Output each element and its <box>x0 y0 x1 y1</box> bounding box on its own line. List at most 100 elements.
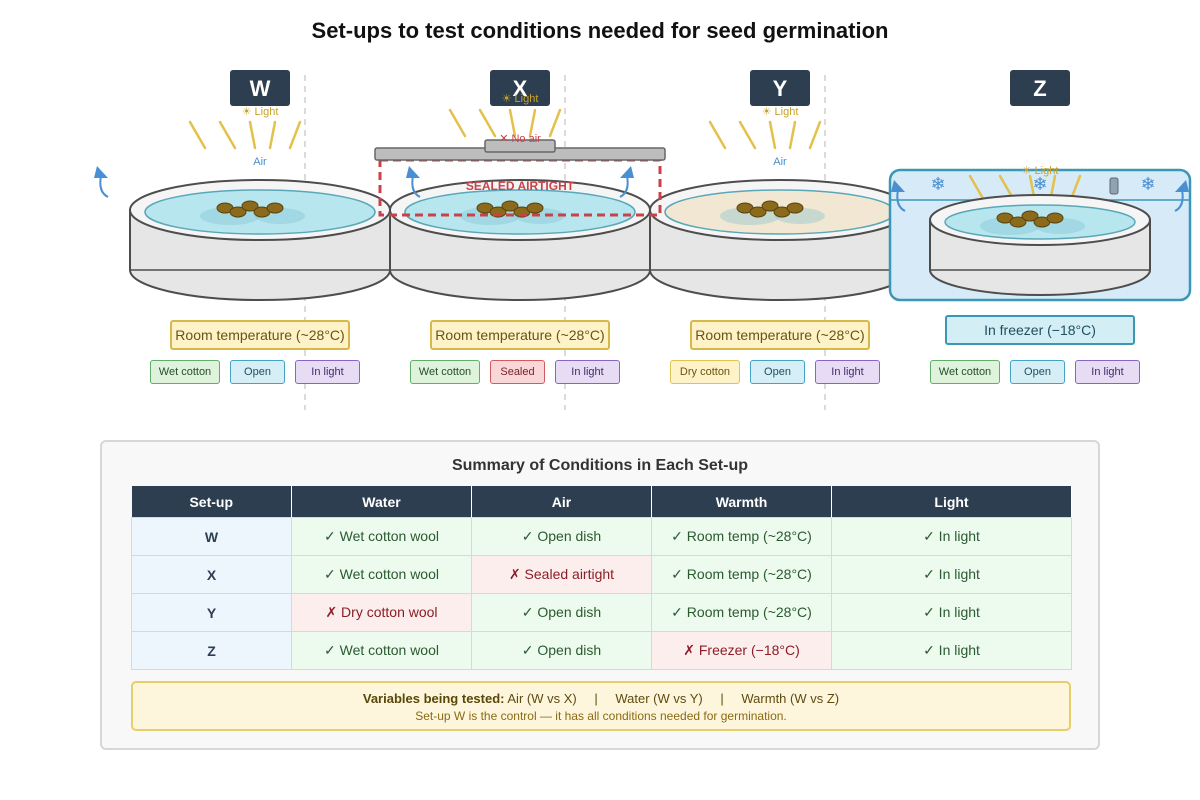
tag-open-y: Open <box>750 360 805 384</box>
table-cell-warmth: ✓ Room temp (~28°C) <box>651 593 832 632</box>
page-title: Set-ups to test conditions needed for se… <box>311 18 889 43</box>
light-ray <box>448 108 467 138</box>
table-cell-water: ✓ Wet cotton wool <box>291 555 472 594</box>
summary-table: Set-up Water Air Warmth Light W✓ Wet cot… <box>131 486 1072 670</box>
table-cell-light: ✓ In light <box>831 517 1072 556</box>
note-item-air: Air (W vs X) <box>507 691 577 706</box>
note-separator: | <box>594 691 598 706</box>
column-header-water: Water <box>291 486 472 518</box>
tag-light-y: In light <box>815 360 880 384</box>
column-header-setup: Set-up <box>131 486 292 518</box>
table-cell-setup: X <box>131 555 292 594</box>
tag-open-z: Open <box>1010 360 1065 384</box>
tag-water-w: Wet cotton <box>150 360 220 384</box>
light-ray <box>528 108 537 138</box>
air-arrow-icon <box>94 166 109 198</box>
table-cell-air: ✓ Open dish <box>471 631 652 670</box>
light-ray <box>808 120 822 150</box>
tag-light-w: In light <box>295 360 360 384</box>
air-arrow-icon <box>1174 180 1189 212</box>
note-label: Variables being tested: <box>362 691 505 706</box>
setup-badge-w <box>230 70 290 106</box>
seed-icon <box>761 200 779 212</box>
variables-note: Variables being tested: Air (W vs X) | W… <box>131 681 1071 731</box>
table-row: W✓ Wet cotton wool✓ Open dish✓ Room temp… <box>131 517 1072 556</box>
snowflake-icon: ❄ <box>930 174 945 195</box>
tag-water-x: Wet cotton <box>410 360 480 384</box>
column-header-light: Light <box>831 486 1072 518</box>
snowflake-icon: ❄ <box>1032 174 1047 195</box>
no-air-label: ✕ No air <box>499 133 541 145</box>
light-ray <box>508 108 517 138</box>
table-cell-light: ✓ In light <box>831 631 1072 670</box>
table-cell-water: ✗ Dry cotton wool <box>291 593 472 632</box>
seed-icon <box>786 202 804 214</box>
table-row: Y✗ Dry cotton wool✓ Open dish✓ Room temp… <box>131 593 1072 632</box>
note-separator: | <box>720 691 724 706</box>
table-cell-water: ✓ Wet cotton wool <box>291 517 472 556</box>
table-cell-air: ✓ Open dish <box>471 593 652 632</box>
seed-icon <box>229 206 247 218</box>
column-header-air: Air <box>471 486 652 518</box>
petri-dish-y <box>649 179 911 301</box>
seed-icon <box>526 202 544 214</box>
light-ray <box>738 120 757 150</box>
light-ray <box>268 120 277 150</box>
table-cell-setup: Y <box>131 593 292 632</box>
tag-water-z: Wet cotton <box>930 360 1000 384</box>
sealed-label: SEALED AIRTIGHT <box>466 179 575 193</box>
table-cell-light: ✓ In light <box>831 555 1072 594</box>
summary-panel: Summary of Conditions in Each Set-up Set… <box>100 440 1100 750</box>
table-row: X✓ Wet cotton wool✗ Sealed airtight✓ Roo… <box>131 555 1072 594</box>
air-label: Air <box>253 156 267 168</box>
table-header-row: Set-up Water Air Warmth Light <box>131 486 1072 518</box>
condition-label-z: In freezer (−18°C) <box>945 315 1135 345</box>
freezer-handle <box>1109 177 1119 195</box>
setup-badge-x <box>490 70 550 106</box>
petri-dish-z <box>929 194 1151 296</box>
air-label: Air <box>773 156 787 168</box>
seed-icon <box>266 202 284 214</box>
setup-badge-w-text: W <box>250 76 271 101</box>
tag-sealed-x: Sealed <box>490 360 545 384</box>
tag-light-z: In light <box>1075 360 1140 384</box>
note-item-warmth: Warmth (W vs Z) <box>741 691 840 706</box>
table-cell-air: ✗ Sealed airtight <box>471 555 652 594</box>
tag-light-x: In light <box>555 360 620 384</box>
table-cell-air: ✓ Open dish <box>471 517 652 556</box>
seed-icon <box>1021 210 1039 222</box>
light-ray <box>478 108 497 138</box>
setup-badge-x-text: X <box>513 76 528 101</box>
table-row: Z✓ Wet cotton wool✓ Open dish✗ Freezer (… <box>131 631 1072 670</box>
note-subtext: Set-up W is the control — it has all con… <box>415 709 787 723</box>
condition-label-w: Room temperature (~28°C) <box>170 320 350 350</box>
lid-handle <box>484 139 556 153</box>
light-label: ☀ Light <box>1022 165 1059 177</box>
table-cell-light: ✓ In light <box>831 593 1072 632</box>
seed-icon <box>749 206 767 218</box>
table-cell-warmth: ✗ Freezer (−18°C) <box>651 631 832 670</box>
setup-badge-y <box>750 70 810 106</box>
light-ray <box>218 120 237 150</box>
table-cell-setup: W <box>131 517 292 556</box>
petri-dish-x <box>389 179 651 301</box>
light-ray <box>288 120 302 150</box>
setup-badge-y-text: Y <box>773 76 788 101</box>
table-cell-warmth: ✓ Room temp (~28°C) <box>651 555 832 594</box>
setup-badge-z <box>1010 70 1070 106</box>
condition-label-x: Room temperature (~28°C) <box>430 320 610 350</box>
light-ray <box>248 120 257 150</box>
setup-badge-z-text: Z <box>1033 76 1046 101</box>
petri-dish-w <box>129 179 391 301</box>
light-label: ☀ Light <box>502 93 539 105</box>
table-cell-setup: Z <box>131 631 292 670</box>
sealed-outline <box>378 158 662 217</box>
summary-title: Summary of Conditions in Each Set-up <box>451 457 749 474</box>
seed-icon <box>501 200 519 212</box>
light-ray <box>768 120 777 150</box>
air-arrow-icon <box>406 166 421 198</box>
light-label: ☀ Light <box>242 106 279 118</box>
condition-label-y: Room temperature (~28°C) <box>690 320 870 350</box>
light-ray <box>708 120 727 150</box>
